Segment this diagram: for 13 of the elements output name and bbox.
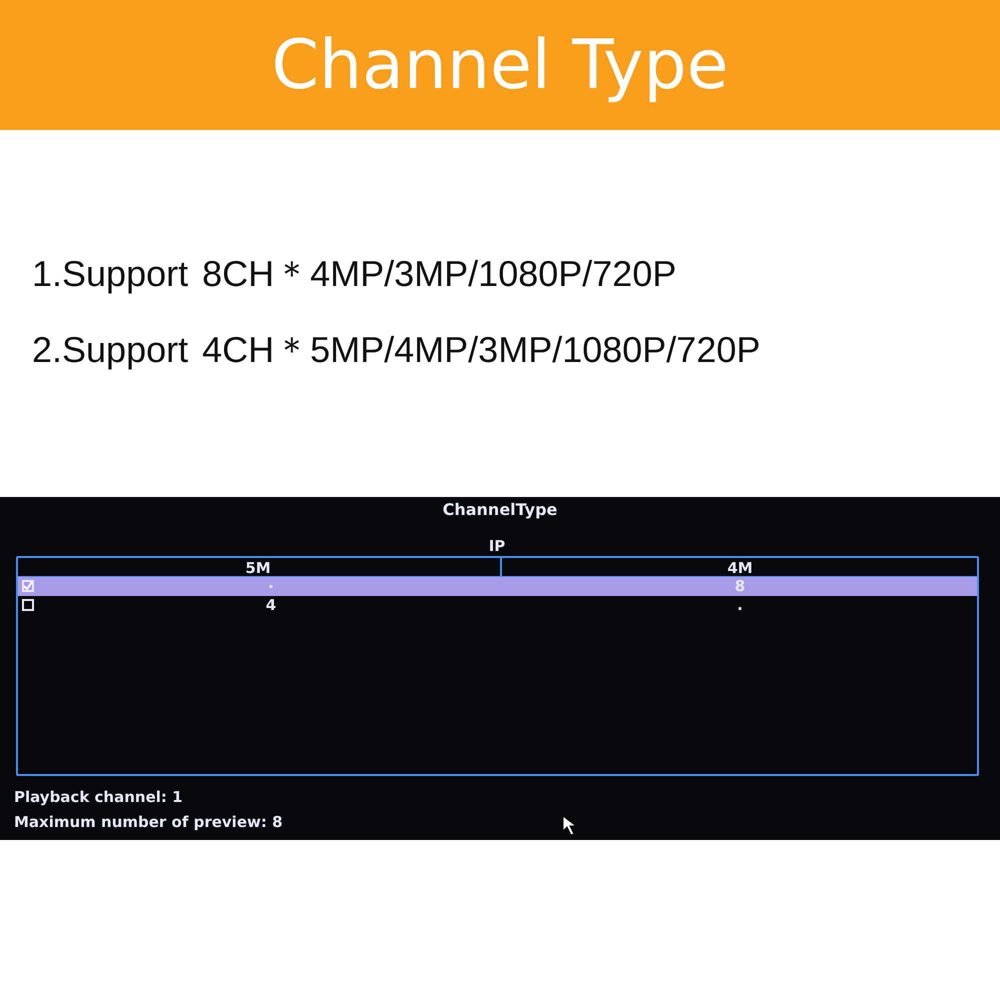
table-value: 8 xyxy=(734,577,746,595)
table-value: . xyxy=(268,574,274,592)
status-text: Maximum number of preview: 8 xyxy=(14,813,283,831)
status-text: Playback channel: 1 xyxy=(14,788,183,806)
table-value: 4 xyxy=(266,596,276,614)
title: Channel Type xyxy=(272,26,728,104)
table-value: . xyxy=(737,596,743,614)
column-header: IP xyxy=(488,537,506,555)
column-header: 5M xyxy=(245,559,271,577)
feature-text: 1.Support 8CH＊4MP/3MP/1080P/720P xyxy=(32,252,676,296)
column-header: 4M xyxy=(727,559,753,577)
screen-title: ChannelType xyxy=(442,500,558,519)
feature-text: 2.Support 4CH＊5MP/4MP/3MP/1080P/720P xyxy=(32,328,760,372)
